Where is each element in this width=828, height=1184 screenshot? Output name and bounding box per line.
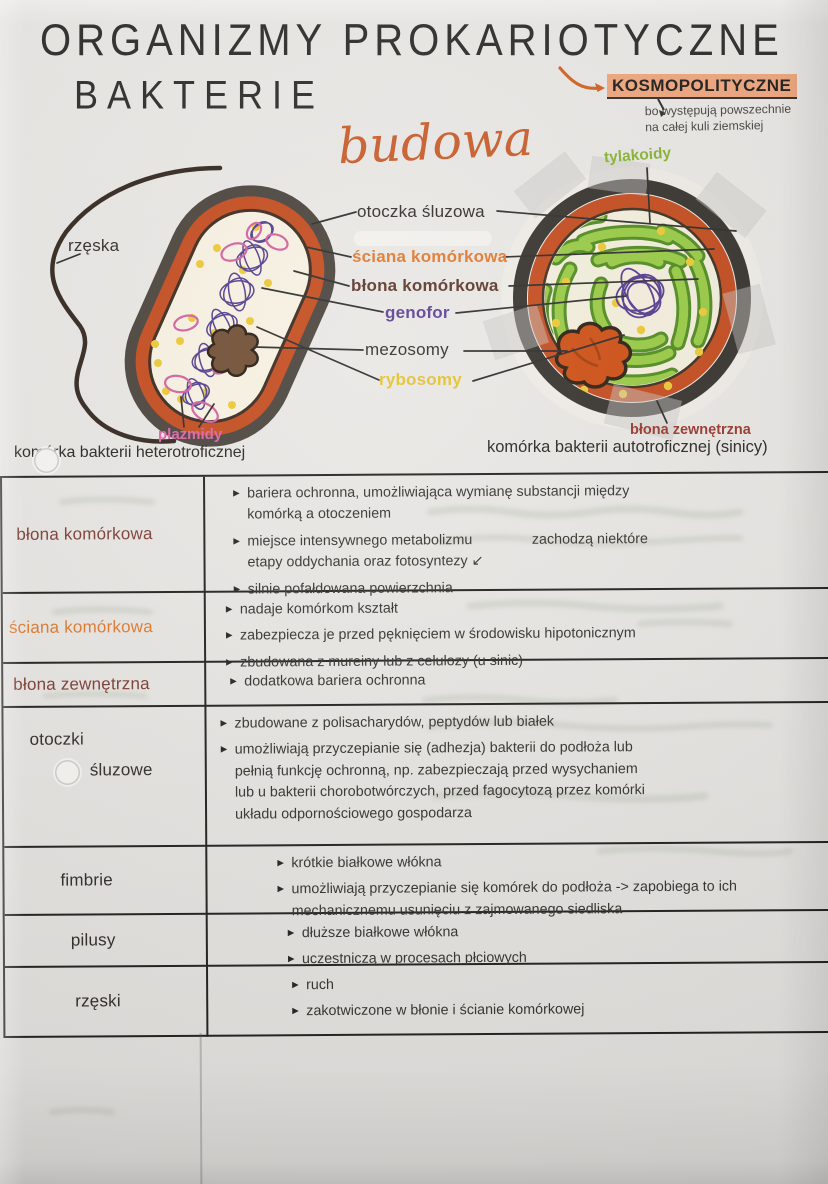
bullet-item: krótkie białkowe włókna bbox=[277, 850, 828, 875]
bullet-item: miejsce intensywnego metabolizmu zachodz… bbox=[233, 528, 828, 575]
bullet-item: bariera ochronna, umożliwiająca wymianę … bbox=[233, 480, 828, 527]
row-label: ściana komórkowa bbox=[3, 593, 210, 662]
label-cell-wall: ściana komórkowa bbox=[352, 247, 508, 266]
row-label-text: błona zewnętrzna bbox=[13, 674, 150, 694]
page-title: ORGANIZMY PROKARIOTYCZNE bbox=[40, 16, 784, 66]
table-row-cell-membrane: błona komórkowa bariera ochronna, umożli… bbox=[2, 472, 828, 597]
plasmid-loops bbox=[164, 221, 289, 423]
row-label-text: fimbrie bbox=[60, 870, 113, 890]
structures-table: błona komórkowa bariera ochronna, umożli… bbox=[0, 470, 828, 1038]
row-label: błona komórkowa bbox=[2, 477, 218, 592]
table-row-slime-capsules: otoczki śluzowe zbudowane z polisacharyd… bbox=[3, 702, 828, 848]
bullet-item: nadaje komórkom kształt bbox=[226, 596, 828, 621]
row-label-text: rzęski bbox=[75, 991, 121, 1011]
bullet-item: dodatkowa bariera ochronna bbox=[230, 668, 828, 693]
bullet-item: zbudowane z polisacharydów, peptydów lub… bbox=[220, 710, 828, 735]
highlight-kosmopolityczne: KOSMOPOLITYCZNE bbox=[607, 74, 798, 99]
row-bullets: bariera ochronna, umożliwiająca wymianę … bbox=[217, 473, 828, 597]
table-row-flagella: rzęski ruch zakotwiczone w błonie i ścia… bbox=[5, 962, 828, 1038]
row-bullets: zbudowane z polisacharydów, peptydów lub… bbox=[204, 703, 828, 845]
bullet-item: umożliwiają przyczepianie się komórek do… bbox=[277, 876, 828, 922]
flagellum-drawing bbox=[50, 165, 223, 444]
bullet-item: ruch bbox=[292, 972, 828, 997]
mesosome-drawing-left bbox=[206, 324, 259, 378]
table-row-fimbriae: fimbrie krótkie białkowe włókna umożliwi… bbox=[4, 842, 828, 919]
hole-punch bbox=[34, 448, 59, 473]
leader-lines bbox=[56, 167, 737, 428]
bullet-item: zakotwiczone w błonie i ścianie komórkow… bbox=[292, 998, 828, 1023]
bullet-item: umożliwiają przyczepianie się (adhezja) … bbox=[221, 736, 828, 825]
label-plasmids: plazmidy bbox=[158, 426, 223, 443]
caption-autotrophic-cell: komórka bakterii autotroficznej (sinicy) bbox=[487, 438, 768, 456]
row-bullets: krótkie białkowe włókna umożliwiają przy… bbox=[261, 843, 828, 919]
bullet-item: uczestniczą w procesach płciowych bbox=[288, 946, 828, 971]
bullet-item: zabezpiecza je przed pęknięciem w środow… bbox=[226, 622, 828, 647]
genophore-scribble-right bbox=[615, 267, 665, 319]
row-label: błona zewnętrzna bbox=[3, 663, 214, 706]
label-genophore: genofor bbox=[385, 303, 450, 322]
orange-arrow-icon bbox=[558, 66, 605, 92]
row-label: pilusy bbox=[5, 914, 272, 966]
bullet-item: dłuższe białkowe włókna bbox=[288, 920, 828, 945]
outer-membrane-ring bbox=[513, 179, 751, 417]
row-label-text: ściana komórkowa bbox=[8, 617, 153, 637]
row-bullets: ruch zakotwiczone w błonie i ścianie kom… bbox=[276, 963, 828, 1034]
row-label-text: błona komórkowa bbox=[16, 524, 153, 544]
correction-streak bbox=[354, 231, 492, 246]
row-bullets: nadaje komórkom kształt zabezpiecza je p… bbox=[210, 589, 828, 671]
heterotrophic-cell-drawing bbox=[50, 165, 336, 447]
row-label: otoczki śluzowe bbox=[3, 707, 205, 846]
mesosome-drawing-right bbox=[554, 321, 633, 389]
down-arrow-icon bbox=[657, 98, 666, 117]
row-label: fimbrie bbox=[4, 846, 261, 914]
hole-punch bbox=[55, 760, 80, 785]
kosmopolityczne-note: bo występują powszechnie na całej kuli z… bbox=[644, 101, 792, 135]
row-label: rzęski bbox=[5, 966, 276, 1036]
autotrophic-cell-drawing bbox=[482, 151, 776, 441]
table-row-cell-wall: ściana komórkowa nadaje komórkom kształt… bbox=[2, 588, 828, 671]
section-heading: budowa bbox=[336, 109, 535, 176]
row-label-text: pilusy bbox=[70, 930, 116, 950]
label-outer-membrane: błona zewnętrzna bbox=[630, 422, 751, 438]
label-flagellum: rzęska bbox=[68, 236, 120, 255]
label-ribosomes: rybosomy bbox=[379, 370, 462, 389]
tape-pieces bbox=[482, 151, 776, 441]
row-label-text: otoczki bbox=[29, 729, 84, 749]
page-subtitle: BAKTERIE bbox=[74, 72, 325, 118]
row-label-text-line2: śluzowe bbox=[89, 760, 153, 780]
label-mesosomes: mezosomy bbox=[365, 340, 449, 359]
label-slime-capsule: otoczka śluzowa bbox=[357, 202, 485, 221]
label-cell-membrane: błona komórkowa bbox=[351, 276, 499, 295]
